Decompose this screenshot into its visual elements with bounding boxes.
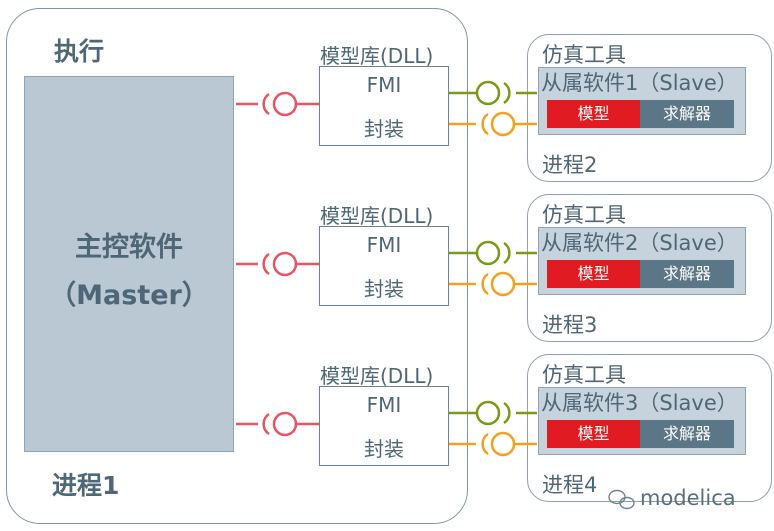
- slave-link-green-1: [449, 80, 537, 106]
- sim-tool-title-1: 仿真工具: [542, 43, 626, 67]
- fmi-label-1: FMI: [366, 73, 402, 97]
- master-subtitle: （Master）: [49, 280, 209, 311]
- dll-box-2: FMI 封装: [319, 226, 449, 306]
- slave-link-green-2: [449, 240, 537, 266]
- process-label-3: 进程3: [542, 313, 598, 337]
- slave-label-3: 从属软件3（Slave）: [541, 391, 738, 415]
- exec-label: 执行: [54, 37, 105, 66]
- wechat-icon: [608, 489, 635, 510]
- master-link-1: [236, 91, 319, 117]
- sim-tool-box-2: 仿真工具 从属软件2（Slave） 模型 求解器 进程3: [527, 194, 772, 342]
- slave-label-2: 从属软件2（Slave）: [541, 231, 738, 255]
- process-label-4: 进程4: [542, 473, 598, 497]
- master-link-3: [236, 411, 319, 437]
- slave-link-green-3: [449, 400, 537, 426]
- master-process-label: 进程1: [52, 471, 120, 500]
- sim-tool-box-3: 仿真工具 从属软件3（Slave） 模型 求解器 进程4: [527, 354, 772, 502]
- model-cell-1: 模型: [547, 100, 640, 128]
- wrap-label-2: 封装: [364, 277, 404, 301]
- dll-title-1: 模型库(DLL): [320, 44, 434, 68]
- master-link-2: [236, 251, 319, 277]
- fmi-label-2: FMI: [366, 233, 402, 257]
- slave-block-3: 从属软件3（Slave） 模型 求解器: [538, 387, 746, 455]
- wrap-label-3: 封装: [364, 437, 404, 461]
- slave-block-2: 从属软件2（Slave） 模型 求解器: [538, 227, 746, 295]
- solver-cell-1: 求解器: [640, 100, 734, 128]
- slave-link-orange-3: [449, 431, 537, 457]
- dll-title-3: 模型库(DLL): [320, 364, 434, 388]
- sim-tool-box-1: 仿真工具 从属软件1（Slave） 模型 求解器 进程2: [527, 34, 772, 182]
- model-cell-3: 模型: [547, 420, 640, 448]
- dll-title-2: 模型库(DLL): [320, 204, 434, 228]
- dll-box-1: FMI 封装: [319, 66, 449, 146]
- slave-label-1: 从属软件1（Slave）: [541, 71, 738, 95]
- dll-box-3: FMI 封装: [319, 386, 449, 466]
- wrap-label-1: 封装: [364, 117, 404, 141]
- slave-link-orange-1: [449, 111, 537, 137]
- sim-tool-title-2: 仿真工具: [542, 203, 626, 227]
- solver-cell-3: 求解器: [640, 420, 734, 448]
- solver-cell-2: 求解器: [640, 260, 734, 288]
- master-block: 主控软件 （Master）: [24, 76, 234, 452]
- sim-tool-title-3: 仿真工具: [542, 363, 626, 387]
- slave-link-orange-2: [449, 271, 537, 297]
- slave-block-1: 从属软件1（Slave） 模型 求解器: [538, 67, 746, 135]
- watermark-text: modelica: [640, 486, 736, 510]
- process-label-2: 进程2: [542, 153, 598, 177]
- model-cell-2: 模型: [547, 260, 640, 288]
- fmi-label-3: FMI: [366, 393, 402, 417]
- master-title: 主控软件: [75, 232, 183, 263]
